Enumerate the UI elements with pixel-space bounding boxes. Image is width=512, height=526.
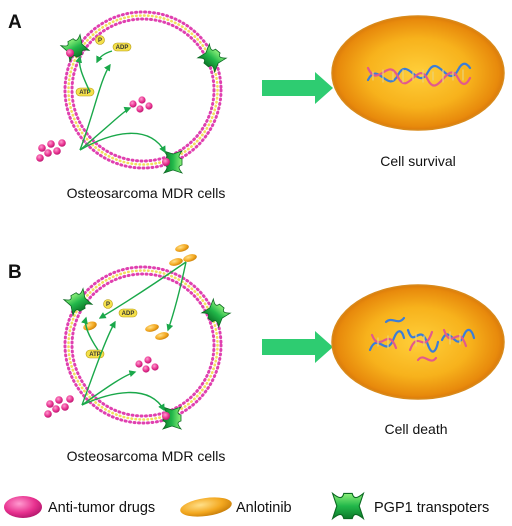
dna-helix-icon (366, 62, 472, 87)
cell-membrane-b (63, 265, 223, 425)
atp-chip: ATP (85, 349, 105, 359)
legend-item-anti-tumor-drugs: Anti-tumor drugs (4, 496, 155, 518)
svg-text:ADP: ADP (116, 45, 129, 51)
panel-b: B ADP P ATP (8, 244, 505, 464)
panel-letter-b: B (8, 262, 22, 283)
panel-letter-a: A (8, 12, 22, 33)
drug-cluster-outside-a (36, 139, 66, 162)
panel-a: A ADP P ATP (8, 10, 505, 201)
fragmented-dna-icon (368, 316, 476, 362)
process-arrow-b (262, 331, 333, 363)
outcome-caption-a: Cell survival (380, 153, 455, 169)
membrane-caption-a: Osteosarcoma MDR cells (67, 185, 226, 201)
adp-chip: ADP (112, 42, 132, 52)
anti-tumor-drug (66, 49, 74, 57)
adp-chip: ADP (118, 308, 138, 318)
legend-label: PGP1 transpoters (374, 500, 489, 516)
atp-chip: ATP (75, 87, 95, 97)
arrows-b (81, 261, 187, 412)
drug-cluster-inside-a (129, 96, 153, 113)
orange-ellipse-icon (180, 497, 232, 517)
arrows-a (75, 50, 166, 154)
process-arrow-a (262, 72, 333, 104)
drug-cluster-inside-b (135, 356, 159, 373)
legend-label: Anti-tumor drugs (48, 500, 155, 516)
anti-tumor-drug (162, 158, 170, 166)
membrane-caption-b: Osteosarcoma MDR cells (67, 448, 226, 464)
anti-tumor-drug (162, 412, 170, 420)
drug-cluster-outside-b (44, 395, 74, 418)
svg-text:P: P (106, 302, 110, 308)
svg-text:P: P (98, 38, 102, 44)
anlotinib-cluster-outside (169, 244, 197, 266)
svg-text:ATP: ATP (89, 352, 101, 358)
svg-text:ATP: ATP (79, 90, 91, 96)
pgp1-transporter-icon (332, 492, 364, 520)
pink-ellipse-icon (4, 496, 42, 518)
p-chip: P (95, 35, 105, 45)
svg-text:ADP: ADP (122, 311, 135, 317)
anlotinib-inside (145, 324, 169, 340)
cell-membrane-a (63, 10, 223, 170)
legend-item-anlotinib: Anlotinib (180, 497, 292, 517)
legend-item-pgp1-transporters: PGP1 transpoters (332, 492, 489, 520)
pgp1-transporter-icon (63, 288, 93, 316)
anlotinib-bound (83, 321, 97, 331)
legend: Anti-tumor drugs Anlotinib PGP1 transpot… (4, 492, 489, 520)
legend-label: Anlotinib (236, 500, 292, 516)
outcome-caption-b: Cell death (384, 421, 447, 437)
p-chip: P (103, 299, 113, 309)
